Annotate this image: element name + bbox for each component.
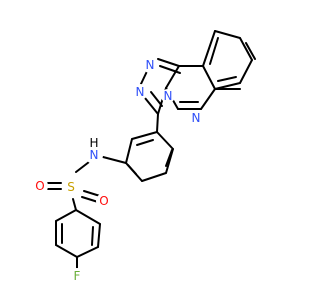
bond — [91, 226, 94, 246]
bond — [72, 198, 77, 211]
bond — [239, 37, 253, 61]
bond — [75, 209, 101, 225]
bond — [83, 190, 101, 197]
bond — [97, 223, 101, 248]
atom-label-bg — [32, 178, 48, 194]
nitrogen-atom-label: N — [90, 148, 99, 162]
bond — [245, 42, 256, 60]
bond — [76, 246, 99, 258]
atom-label-bg — [161, 89, 175, 103]
bond — [156, 113, 159, 133]
bond — [202, 30, 216, 67]
hydrogen-atom-label: H — [89, 136, 98, 150]
nitrogen-atom-label: N — [164, 89, 173, 103]
atom-label-bg — [69, 268, 85, 284]
nitrogen-atom-label: N — [136, 85, 145, 99]
atom-label-bg — [85, 146, 103, 164]
bond — [131, 131, 158, 140]
bond — [209, 37, 219, 65]
bond — [141, 172, 167, 182]
bond — [165, 149, 173, 167]
nitrogen-atom-label: N — [146, 58, 155, 72]
bond — [217, 76, 237, 82]
oxygen-atom-label: O — [99, 194, 108, 208]
bond — [157, 58, 180, 67]
bond — [125, 138, 133, 164]
bond — [202, 65, 216, 90]
fluorine-atom-label: F — [74, 269, 81, 283]
bond — [200, 88, 216, 110]
bond — [136, 139, 154, 146]
nitrogen-atom-label: N — [192, 111, 201, 125]
atom-label-bg — [63, 179, 79, 195]
oxygen-atom-label: O — [35, 179, 44, 193]
bond — [239, 59, 253, 84]
bond — [165, 65, 180, 89]
bond — [159, 65, 181, 74]
sulfur-atom-label: S — [67, 180, 75, 194]
bond — [55, 209, 77, 222]
molecule-structure-drawing: N N N N N H S O O F — [32, 30, 256, 284]
bond — [102, 156, 127, 164]
bond — [81, 196, 99, 203]
bond — [144, 97, 159, 115]
bond — [55, 244, 78, 258]
atom-label-bg — [188, 110, 204, 126]
atom-label-bg — [132, 84, 148, 100]
bond — [127, 164, 137, 175]
atom-label-bg — [142, 57, 158, 73]
bond — [214, 30, 241, 39]
bond — [156, 131, 174, 150]
bond — [75, 161, 90, 173]
atom-labels-layer: N N N N N H S O O F — [32, 57, 204, 284]
atom-label-bg — [96, 193, 112, 209]
